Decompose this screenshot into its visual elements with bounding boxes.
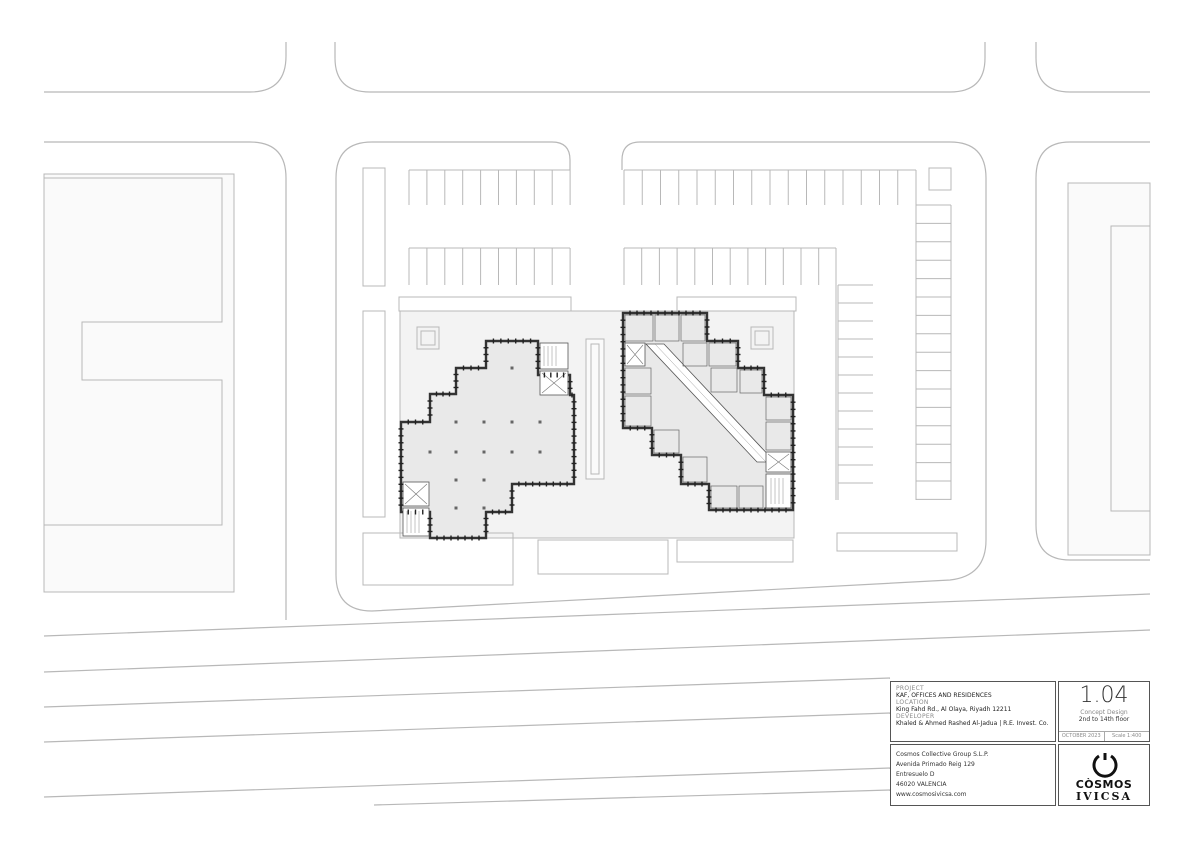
sheet-scale: Scale 1:400 [1103, 732, 1150, 741]
structural-column [482, 420, 486, 424]
structural-column [482, 478, 486, 482]
structural-column [428, 450, 432, 454]
structural-column [482, 506, 486, 510]
structural-column [454, 420, 458, 424]
structural-column [454, 506, 458, 510]
title-block-sheet: 1.04 Concept Design 2nd to 14th floor OC… [1058, 681, 1150, 742]
neighbor-building-left [43, 173, 235, 593]
sheet-date: OCTOBER 2023 [1061, 733, 1101, 739]
sheet-phase: Concept Design [1080, 709, 1128, 716]
title-block-project: PROJECT KAF, OFFICES AND RESIDENCES LOCA… [890, 681, 1056, 742]
planters [362, 167, 958, 586]
location-label: LOCATION [896, 699, 929, 706]
structural-column [510, 420, 514, 424]
tower-right [621, 311, 795, 512]
location-value: King Fahd Rd., Al Olaya, Riyadh 12211 [896, 706, 1012, 713]
cosmos-logo-icon [1092, 753, 1118, 778]
sheet-number: 1.04 [1079, 683, 1129, 708]
developer-value: Khaled & Ahmed Rashed Al-Jadua | R.E. In… [896, 720, 1049, 727]
logo-name: CÒSMOS [1075, 778, 1133, 791]
structural-column [482, 450, 486, 454]
office-city: 46020 VALENCIA [896, 781, 947, 788]
sheet-footer: OCTOBER 2023 Scale 1:400 [1059, 731, 1149, 741]
parking-stalls [408, 169, 952, 500]
title-block-logo: CÒSMOS IVICSA [1058, 744, 1150, 806]
structural-column [538, 420, 542, 424]
project-value: KAF, OFFICES AND RESIDENCES [896, 692, 992, 699]
developer-label: DEVELOPER [896, 713, 935, 720]
office-address-1: Avenida Primado Reig 129 [896, 761, 975, 768]
title-block-office: Cosmos Collective Group S.L.P. Avenida P… [890, 744, 1056, 806]
office-address-2: Entresuelo D [896, 771, 935, 778]
structural-column [454, 450, 458, 454]
sheet-description: 2nd to 14th floor [1078, 716, 1130, 723]
logo-sub: IVICSA [1075, 790, 1133, 803]
office-company: Cosmos Collective Group S.L.P. [896, 751, 989, 758]
structural-column [510, 450, 514, 454]
neighbor-building-right [1067, 182, 1151, 556]
structural-column [538, 450, 542, 454]
office-website[interactable]: www.cosmosivicsa.com [896, 791, 967, 798]
structural-column [510, 366, 514, 370]
project-label: PROJECT [896, 685, 925, 692]
tower-left [399, 339, 576, 540]
structural-column [454, 478, 458, 482]
street-curbs [43, 42, 1151, 806]
facade-ticks [398, 310, 796, 541]
